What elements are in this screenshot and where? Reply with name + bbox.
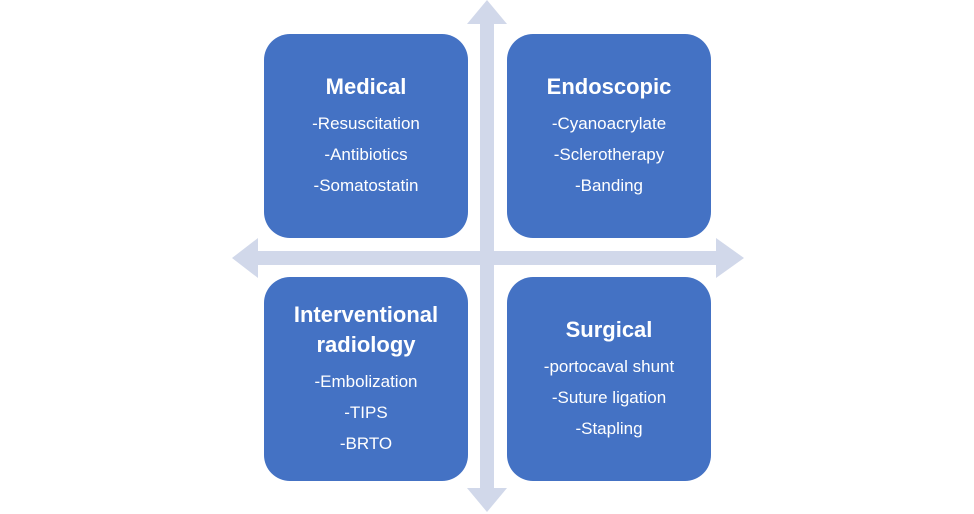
list-item: -Stapling	[575, 418, 643, 438]
list-item: -BRTO	[339, 433, 393, 453]
list-item: -Resuscitation	[312, 113, 420, 133]
quadrant-title: Medical	[325, 73, 407, 99]
quadrant-title: Endoscopic	[546, 73, 672, 99]
list-item: -Antibiotics	[324, 144, 408, 164]
list-item: -TIPS	[344, 402, 388, 422]
quadrant-surgical: Surgical -portocaval shunt -Suture ligat…	[507, 277, 711, 481]
quadrant-item-list: -Embolization -TIPS -BRTO	[315, 366, 418, 459]
quadrant-endoscopic: Endoscopic -Cyanoacrylate -Sclerotherapy…	[507, 34, 711, 238]
quadrant-item-list: -portocaval shunt -Suture ligation -Stap…	[544, 351, 674, 444]
list-item: -Banding	[574, 175, 644, 195]
quadrant-title: Interventional radiology	[293, 301, 439, 357]
quadrant-item-list: -Cyanoacrylate -Sclerotherapy -Banding	[552, 108, 666, 201]
vertical-double-arrow	[467, 0, 507, 512]
quadrant-medical: Medical -Resuscitation -Antibiotics -Som…	[264, 34, 468, 238]
quadrant-title: Surgical	[565, 316, 653, 342]
list-item: -portocaval shunt	[543, 356, 675, 376]
list-item: -Somatostatin	[313, 175, 419, 195]
list-item: -Sclerotherapy	[553, 144, 665, 164]
list-item: -Suture ligation	[551, 387, 667, 407]
quadrant-interventional-radiology: Interventional radiology -Embolization -…	[264, 277, 468, 481]
list-item: -Embolization	[314, 371, 418, 391]
quadrant-item-list: -Resuscitation -Antibiotics -Somatostati…	[312, 108, 420, 201]
list-item: -Cyanoacrylate	[551, 113, 667, 133]
